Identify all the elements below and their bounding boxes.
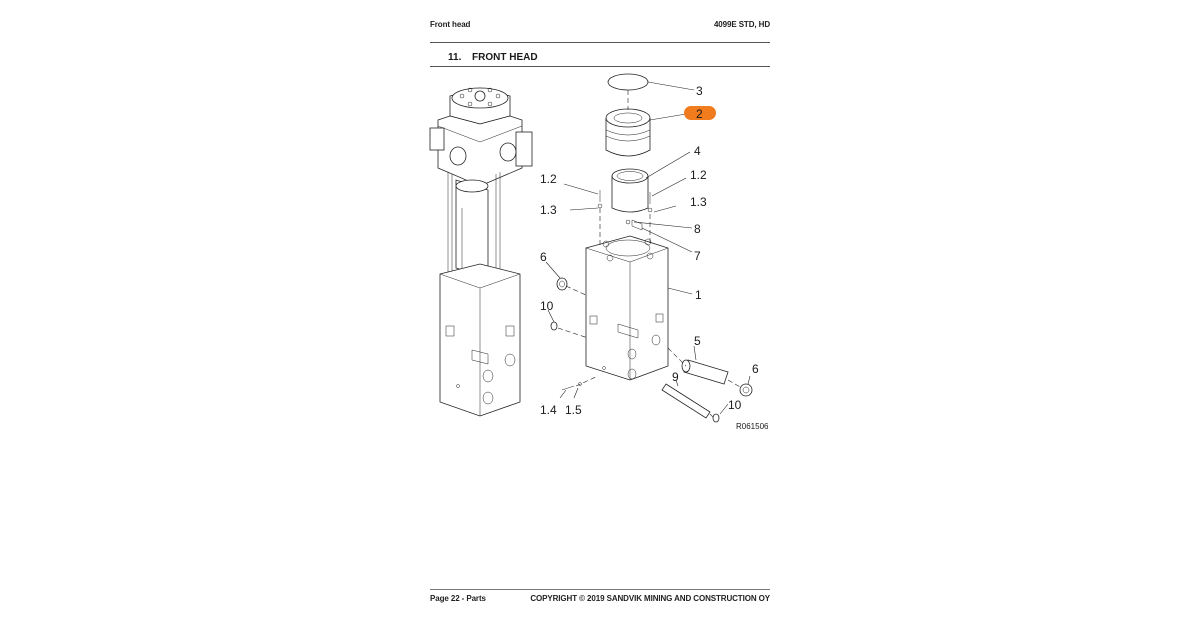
section-number: 11. xyxy=(448,52,462,63)
callout-10-right: 10 xyxy=(728,398,742,412)
callout-4: 4 xyxy=(694,144,701,158)
callout-1-3-left: 1.3 xyxy=(540,203,557,217)
callout-1: 1 xyxy=(695,288,702,302)
title-rule xyxy=(430,66,770,67)
callout-10-left: 10 xyxy=(540,299,554,313)
drawing-reference: R061506 xyxy=(736,422,769,431)
callout-9: 9 xyxy=(672,370,679,384)
callout-1-4: 1.4 xyxy=(540,403,557,417)
callout-8: 8 xyxy=(694,222,701,236)
callout-6-left: 6 xyxy=(540,250,547,264)
header-model: 4099E STD, HD xyxy=(713,20,770,29)
section-heading: FRONT HEAD xyxy=(472,52,538,63)
footer-page-number: Page 22 - Parts xyxy=(430,594,486,603)
assembled-breaker-illustration xyxy=(429,87,533,417)
header-rule xyxy=(430,42,770,43)
callout-1-2-right: 1.2 xyxy=(690,168,707,182)
callout-7: 7 xyxy=(694,249,701,263)
callout-1-5: 1.5 xyxy=(565,403,582,417)
callout-6-right: 6 xyxy=(752,362,759,376)
callout-3: 3 xyxy=(696,84,703,98)
callout-2-highlight xyxy=(684,106,716,120)
header-section-name: Front head xyxy=(430,20,471,29)
exploded-parts xyxy=(550,73,753,423)
exploded-parts-diagram: 3 2 4 1.2 1.2 1.3 1.3 8 7 6 1 10 5 6 9 1… xyxy=(429,73,769,431)
callout-1-3-right: 1.3 xyxy=(690,195,707,209)
footer-copyright: COPYRIGHT © 2019 SANDVIK MINING AND CONS… xyxy=(530,594,770,603)
callout-2: 2 xyxy=(696,107,703,121)
footer-rule xyxy=(430,589,770,590)
section-title: 11. FRONT HEAD xyxy=(448,52,538,63)
callout-1-2-left: 1.2 xyxy=(540,172,557,186)
callout-5: 5 xyxy=(694,334,701,348)
callout-leaders xyxy=(545,81,751,415)
